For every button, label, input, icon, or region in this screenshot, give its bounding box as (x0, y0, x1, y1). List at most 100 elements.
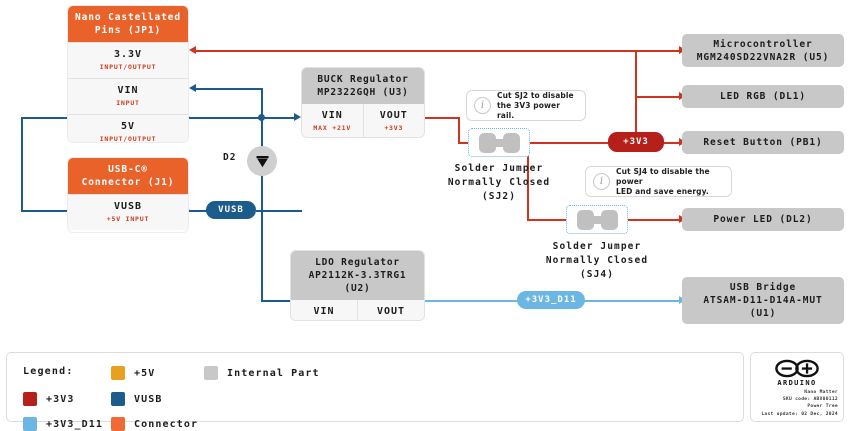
arrow-into-buck-vin (294, 113, 301, 121)
sj4-label-line3: (SJ4) (579, 269, 615, 280)
legend-item-5v: +5V (111, 366, 155, 380)
pb1-line1: Reset Button (PB1) (703, 137, 823, 148)
solder-jumper-sj4-label: Solder Jumper Normally Closed (SJ4) (533, 240, 661, 282)
legend-swatch-3v3 (23, 392, 37, 406)
wire-j1-to-vusb-pill (188, 210, 210, 212)
callout-sj4-line2: LED and save energy. (616, 186, 709, 196)
part-power-led-dl2: Power LED (DL2) (682, 208, 844, 231)
wire-buck-vout-out (424, 117, 460, 119)
legend-label-internal-part: Internal Part (227, 367, 320, 379)
footer-doc-type: Power Tree (807, 404, 838, 410)
legend-swatch-3v3-d11 (23, 417, 37, 431)
u2-pin-vin: VIN +5V (291, 300, 357, 320)
legend-swatch-internal-part (204, 366, 218, 380)
jp1-pin-5v: 5V INPUT/OUTPUT (68, 114, 188, 142)
callout-sj2-line1: Cut SJ2 to disable (497, 90, 574, 100)
sj4-label-line2: Normally Closed (545, 255, 649, 266)
wire-vusb-pill-to-bus (256, 210, 302, 212)
u2-header-line2: AP2112K-3.3TRG1 (U2) (308, 270, 407, 294)
sj2-pad-right (502, 132, 520, 153)
wire-3v3d11-to-usb-bridge (584, 300, 682, 302)
j1-header-line1: USB-C® (108, 164, 148, 175)
u2-pin-vin-sub: +5V (293, 319, 355, 320)
wire-sj2-to-3v3-pill (530, 142, 608, 144)
wire-3v3-to-led-rgb (635, 96, 682, 98)
wire-sj2-branch-down (527, 142, 529, 220)
legend-item-3v3-d11: +3V3_D11 (23, 417, 103, 431)
wire-bus-to-vin-pin (196, 88, 262, 90)
u2-pin-vout: VOUT +3V3 (357, 300, 424, 320)
u2-pin-vout-name: VOUT (376, 306, 406, 317)
u3-pin-vin-name: VIN (321, 110, 343, 121)
legend-label-3v3: +3V3 (46, 393, 75, 405)
arduino-metadata: Nano Matter SKU code: ABX00112 Power Tre… (761, 389, 838, 418)
legend-panel: Legend: +3V3 +3V3_D11 +5V VUSB Connector… (6, 352, 744, 431)
connector-block-j1: USB-C® Connector (J1) VUSB +5V INPUT (68, 158, 188, 232)
u3-pin-vout-sub: +3V3 (384, 124, 404, 132)
wire-ldo-vout-out (424, 300, 518, 302)
jp1-header: Nano Castellated Pins (JP1) (68, 6, 188, 42)
part-led-rgb-dl1: LED RGB (DL1) (682, 85, 844, 108)
rail-pill-vusb: VUSB (206, 201, 256, 219)
wire-3v3-to-mcu (635, 50, 682, 52)
footer-sku: SKU code: ABX00112 (782, 397, 838, 403)
j1-pin-vusb-sub: +5V INPUT (106, 215, 150, 223)
u3-pins: VIN MAX +21V VOUT +3V3 (302, 104, 424, 137)
sj2-label-line1: Solder Jumper (454, 163, 544, 174)
u3-header-line2: MP2322GQH (U3) (317, 87, 409, 98)
arrow-into-vin-pin (189, 84, 196, 92)
callout-sj4-text: Cut SJ4 to disable the power LED and sav… (616, 167, 724, 197)
jp1-header-line1: Nano Castellated (75, 12, 181, 23)
wire-vusb-left-riser (21, 117, 23, 211)
legend-label-5v: +5V (134, 367, 156, 379)
diode-icon (247, 146, 277, 176)
u2-pin-vout-sub: +3V3 (360, 319, 422, 320)
u2-pins: VIN +5V VOUT +3V3 (291, 300, 424, 320)
u3-pin-vin-sub: MAX +21V (313, 124, 352, 132)
arduino-infinity-logo (775, 359, 819, 378)
wire-sj4-to-power-led (627, 219, 682, 221)
arrow-into-jp1-33v (189, 46, 196, 54)
sj4-label-line1: Solder Jumper (552, 241, 642, 252)
legend-swatch-5v (111, 366, 125, 380)
regulator-block-u3: BUCK Regulator MP2322GQH (U3) VIN MAX +2… (302, 68, 424, 137)
j1-pin-vusb: VUSB +5V INPUT (68, 194, 188, 230)
legend-item-vusb: VUSB (111, 392, 162, 406)
wire-3v3-to-reset (664, 142, 682, 144)
jp1-pin-vin: VIN INPUT (68, 78, 188, 114)
jp1-pin-vin-name: VIN (117, 85, 139, 96)
jp1-pin-vin-sub: INPUT (116, 99, 140, 107)
legend-label-3v3-d11: +3V3_D11 (46, 418, 103, 430)
u3-pin-vout-name: VOUT (379, 110, 408, 121)
jp1-pin-33v-sub: INPUT/OUTPUT (99, 63, 157, 71)
sj2-bridge (495, 138, 503, 147)
u3-header-line1: BUCK Regulator (317, 74, 409, 85)
u3-header: BUCK Regulator MP2322GQH (U3) (302, 68, 424, 104)
solder-jumper-sj2[interactable] (468, 128, 530, 157)
wire-vin-riser (261, 88, 263, 120)
callout-sj4-note: i Cut SJ4 to disable the power LED and s… (585, 166, 732, 197)
arduino-logo-group: ARDUINO (751, 359, 843, 387)
jp1-header-line2: Pins (JP1) (94, 25, 162, 36)
legend-title: Legend: (23, 366, 74, 377)
solder-jumper-sj4[interactable] (566, 205, 628, 234)
dl1-line1: LED RGB (DL1) (719, 91, 807, 102)
wire-buck-vout-drop (458, 117, 460, 143)
u5-line1: Microcontroller (713, 38, 813, 50)
jp1-pin-5v-name: 5V (120, 121, 136, 132)
jp1-pin-33v: 3.3V INPUT/OUTPUT (68, 42, 188, 78)
arduino-footer-panel: ARDUINO Nano Matter SKU code: ABX00112 P… (750, 352, 844, 422)
u3-pin-vin: VIN MAX +21V (302, 104, 363, 137)
sj4-pad-right (600, 209, 618, 230)
u2-header-line1: LDO Regulator (315, 257, 400, 268)
legend-swatch-vusb (111, 392, 125, 406)
u5-line2: MGM240SD22VNA2R (U5) (696, 51, 830, 63)
regulator-block-u2: LDO Regulator AP2112K-3.3TRG1 (U2) VIN +… (291, 251, 424, 320)
j1-pin-vusb-name: VUSB (113, 201, 143, 212)
sj4-bridge (593, 215, 601, 224)
u1-line3: (U1) (749, 308, 777, 319)
j1-header-line2: Connector (J1) (81, 177, 175, 188)
dl2-line1: Power LED (DL2) (713, 214, 813, 225)
rail-pill-3v3-d11: +3V3_D11 (517, 291, 585, 309)
solder-jumper-sj2-label: Solder Jumper Normally Closed (SJ2) (435, 162, 563, 204)
